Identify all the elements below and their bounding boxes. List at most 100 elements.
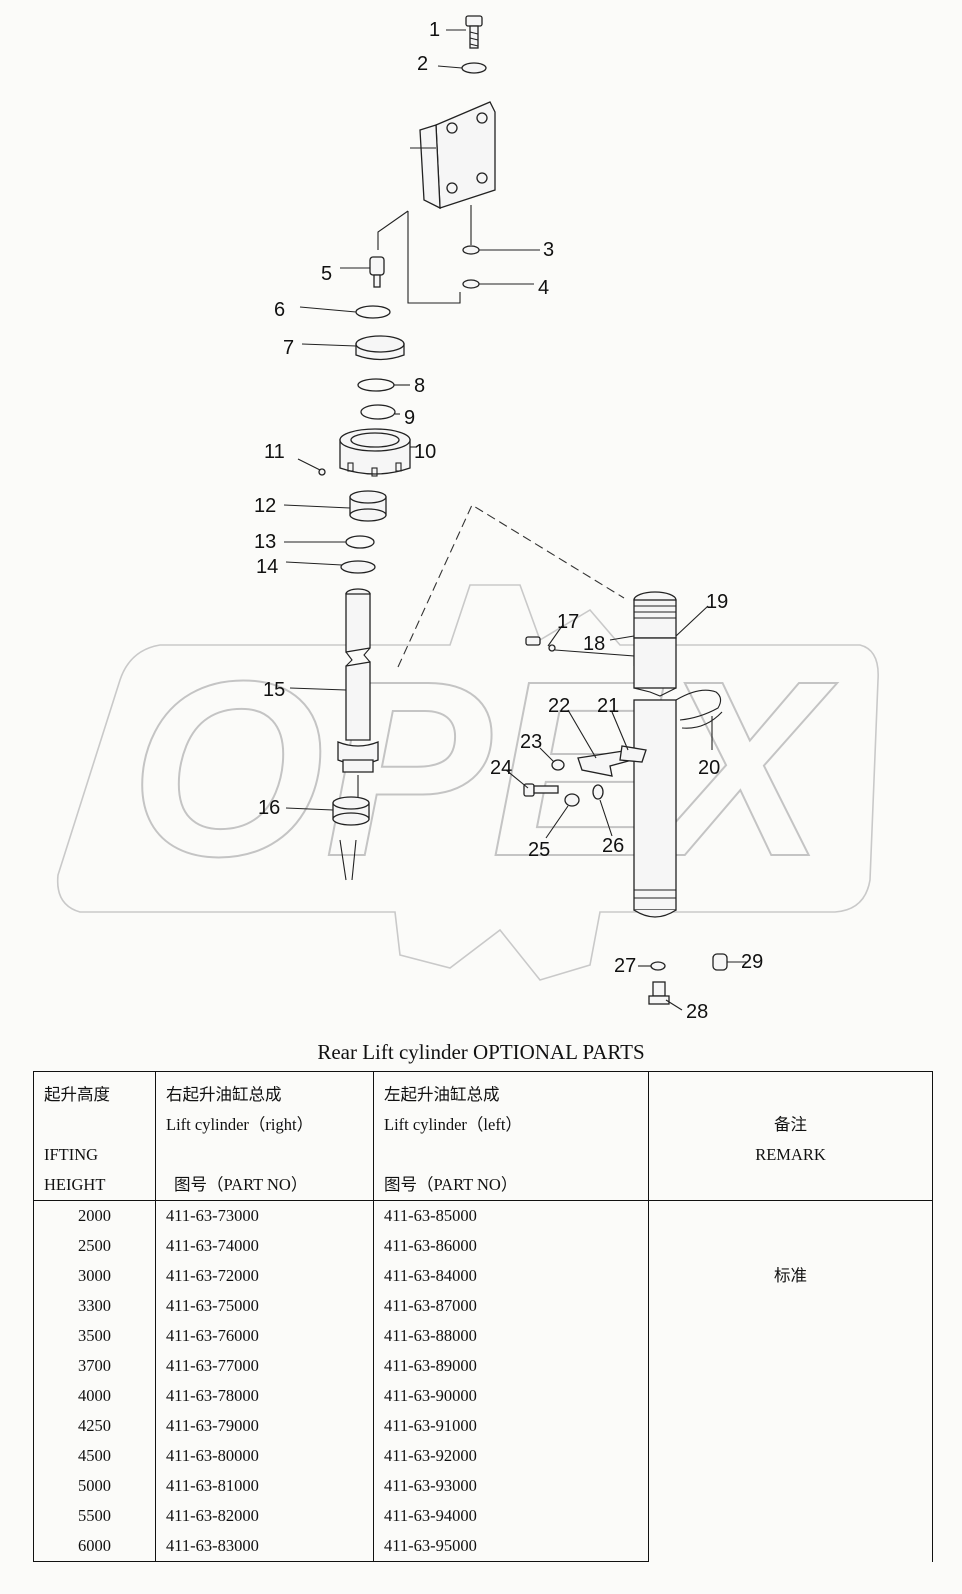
callout-2: 2: [417, 53, 428, 75]
row-right-partno: 411-63-82000: [155, 1501, 374, 1531]
callout-13: 13: [254, 531, 276, 553]
callout-10: 10: [414, 441, 436, 463]
table-row: 5000 411-63-81000 411-63-93000: [33, 1471, 933, 1501]
header-left: 左起升油缸总成 Lift cylinder（left） 图号（PART NO）: [373, 1071, 649, 1201]
callout-15: 15: [263, 679, 285, 701]
callout-16: 16: [258, 797, 280, 819]
header-left-cn: 左起升油缸总成: [384, 1085, 500, 1104]
bushing-12: [349, 490, 387, 522]
watermark-text: OPEX: [130, 629, 838, 908]
callout-28: 28: [686, 1001, 708, 1023]
row-left-partno: 411-63-89000: [373, 1351, 649, 1381]
callout-11: 11: [264, 441, 285, 463]
table-row: 4500 411-63-80000 411-63-92000: [33, 1441, 933, 1471]
o-ring-9: [360, 404, 396, 420]
row-height: 5000: [33, 1471, 156, 1501]
header-height-en-1: IFTING: [44, 1145, 99, 1164]
row-height: 4000: [33, 1381, 156, 1411]
callout-21: 21: [597, 695, 619, 717]
clip-20: [675, 689, 723, 729]
header-height-en-2: HEIGHT: [44, 1175, 106, 1194]
callout-14: 14: [256, 556, 278, 578]
screw-11: [318, 468, 326, 476]
header-left-en: Lift cylinder（left）: [384, 1115, 522, 1134]
snap-ring-8: [357, 378, 395, 392]
mounting-bracket: [410, 101, 496, 245]
table-row: 3300 411-63-75000 411-63-87000: [33, 1291, 933, 1321]
header-right-en: Lift cylinder（right）: [166, 1115, 314, 1134]
row-height: 3700: [33, 1351, 156, 1381]
table-row: 4000 411-63-78000 411-63-90000: [33, 1381, 933, 1411]
callout-18: 18: [583, 633, 605, 655]
gland-10: [339, 428, 411, 477]
piston-rod-15: [337, 588, 379, 800]
header-remark-cn: 备注: [774, 1115, 807, 1134]
spring-washer-3: [462, 245, 480, 255]
callout-7: 7: [283, 337, 294, 359]
callout-24: 24: [490, 757, 512, 779]
row-right-partno: 411-63-73000: [155, 1200, 374, 1231]
header-right-cn: 右起升油缸总成: [166, 1085, 282, 1104]
row-left-partno: 411-63-86000: [373, 1231, 649, 1261]
row-right-partno: 411-63-78000: [155, 1381, 374, 1411]
row-left-partno: 411-63-92000: [373, 1441, 649, 1471]
callout-1: 1: [429, 19, 440, 41]
row-right-partno: 411-63-74000: [155, 1231, 374, 1261]
row-right-partno: 411-63-75000: [155, 1291, 374, 1321]
header-left-partno: 图号（PART NO）: [384, 1175, 518, 1194]
table-row: 2000 411-63-73000 411-63-85000 标准: [33, 1200, 933, 1562]
row-height: 4500: [33, 1441, 156, 1471]
row-left-partno: 411-63-90000: [373, 1381, 649, 1411]
table-row: 3500 411-63-76000 411-63-88000: [33, 1321, 933, 1351]
row-height: 2500: [33, 1231, 156, 1261]
row-left-partno: 411-63-85000: [373, 1200, 649, 1231]
header-height: 起升高度 IFTING HEIGHT: [33, 1071, 156, 1201]
row-left-partno: 411-63-84000: [373, 1261, 649, 1291]
row-right-partno: 411-63-79000: [155, 1411, 374, 1441]
screw-17: [525, 636, 556, 652]
row-left-partno: 411-63-93000: [373, 1471, 649, 1501]
nut-4: [462, 279, 480, 289]
table-row: 3700 411-63-77000 411-63-89000: [33, 1351, 933, 1381]
table-row: 2500 411-63-74000 411-63-86000: [33, 1231, 933, 1261]
row-height: 3000: [33, 1261, 156, 1291]
callout-27: 27: [614, 955, 636, 977]
callout-29: 29: [741, 951, 763, 973]
callout-23: 23: [520, 731, 542, 753]
bracket-21-22: [577, 745, 647, 777]
callout-6: 6: [274, 299, 285, 321]
row-height: 6000: [33, 1531, 156, 1562]
exploded-parts-diagram: OPEX: [56, 15, 879, 1023]
row-right-partno: 411-63-80000: [155, 1441, 374, 1471]
row-height: 3300: [33, 1291, 156, 1321]
valve-5: [369, 256, 385, 288]
fitting-28: [648, 981, 670, 1005]
row-left-partno: 411-63-87000: [373, 1291, 649, 1321]
table-row: 6000 411-63-83000 411-63-95000: [33, 1531, 933, 1562]
row-left-partno: 411-63-88000: [373, 1321, 649, 1351]
row-left-partno: 411-63-94000: [373, 1501, 649, 1531]
callout-20: 20: [698, 757, 720, 779]
callout-9: 9: [404, 407, 415, 429]
washer-23: [551, 759, 565, 771]
row-right-partno: 411-63-83000: [155, 1531, 374, 1562]
cylinder-tube-19: [633, 591, 677, 918]
header-remark-en: REMARK: [755, 1145, 826, 1164]
table-row: 3000 411-63-72000 411-63-84000: [33, 1261, 933, 1291]
callout-8: 8: [414, 375, 425, 397]
row-right-partno: 411-63-72000: [155, 1261, 374, 1291]
row-height: 2000: [33, 1200, 156, 1231]
callout-22: 22: [548, 695, 570, 717]
header-remark: 备注 REMARK: [648, 1071, 933, 1201]
callout-4: 4: [538, 277, 549, 299]
washer-27: [650, 961, 666, 971]
row-left-partno: 411-63-91000: [373, 1411, 649, 1441]
table-row: 5500 411-63-82000 411-63-94000: [33, 1501, 933, 1531]
table-row: 4250 411-63-79000 411-63-91000: [33, 1411, 933, 1441]
watermark: OPEX: [56, 584, 879, 981]
leader-lines: [283, 29, 748, 1011]
o-ring-6: [355, 305, 391, 319]
callout-5: 5: [321, 263, 332, 285]
callout-3: 3: [543, 239, 554, 261]
seal-7: [355, 335, 405, 361]
